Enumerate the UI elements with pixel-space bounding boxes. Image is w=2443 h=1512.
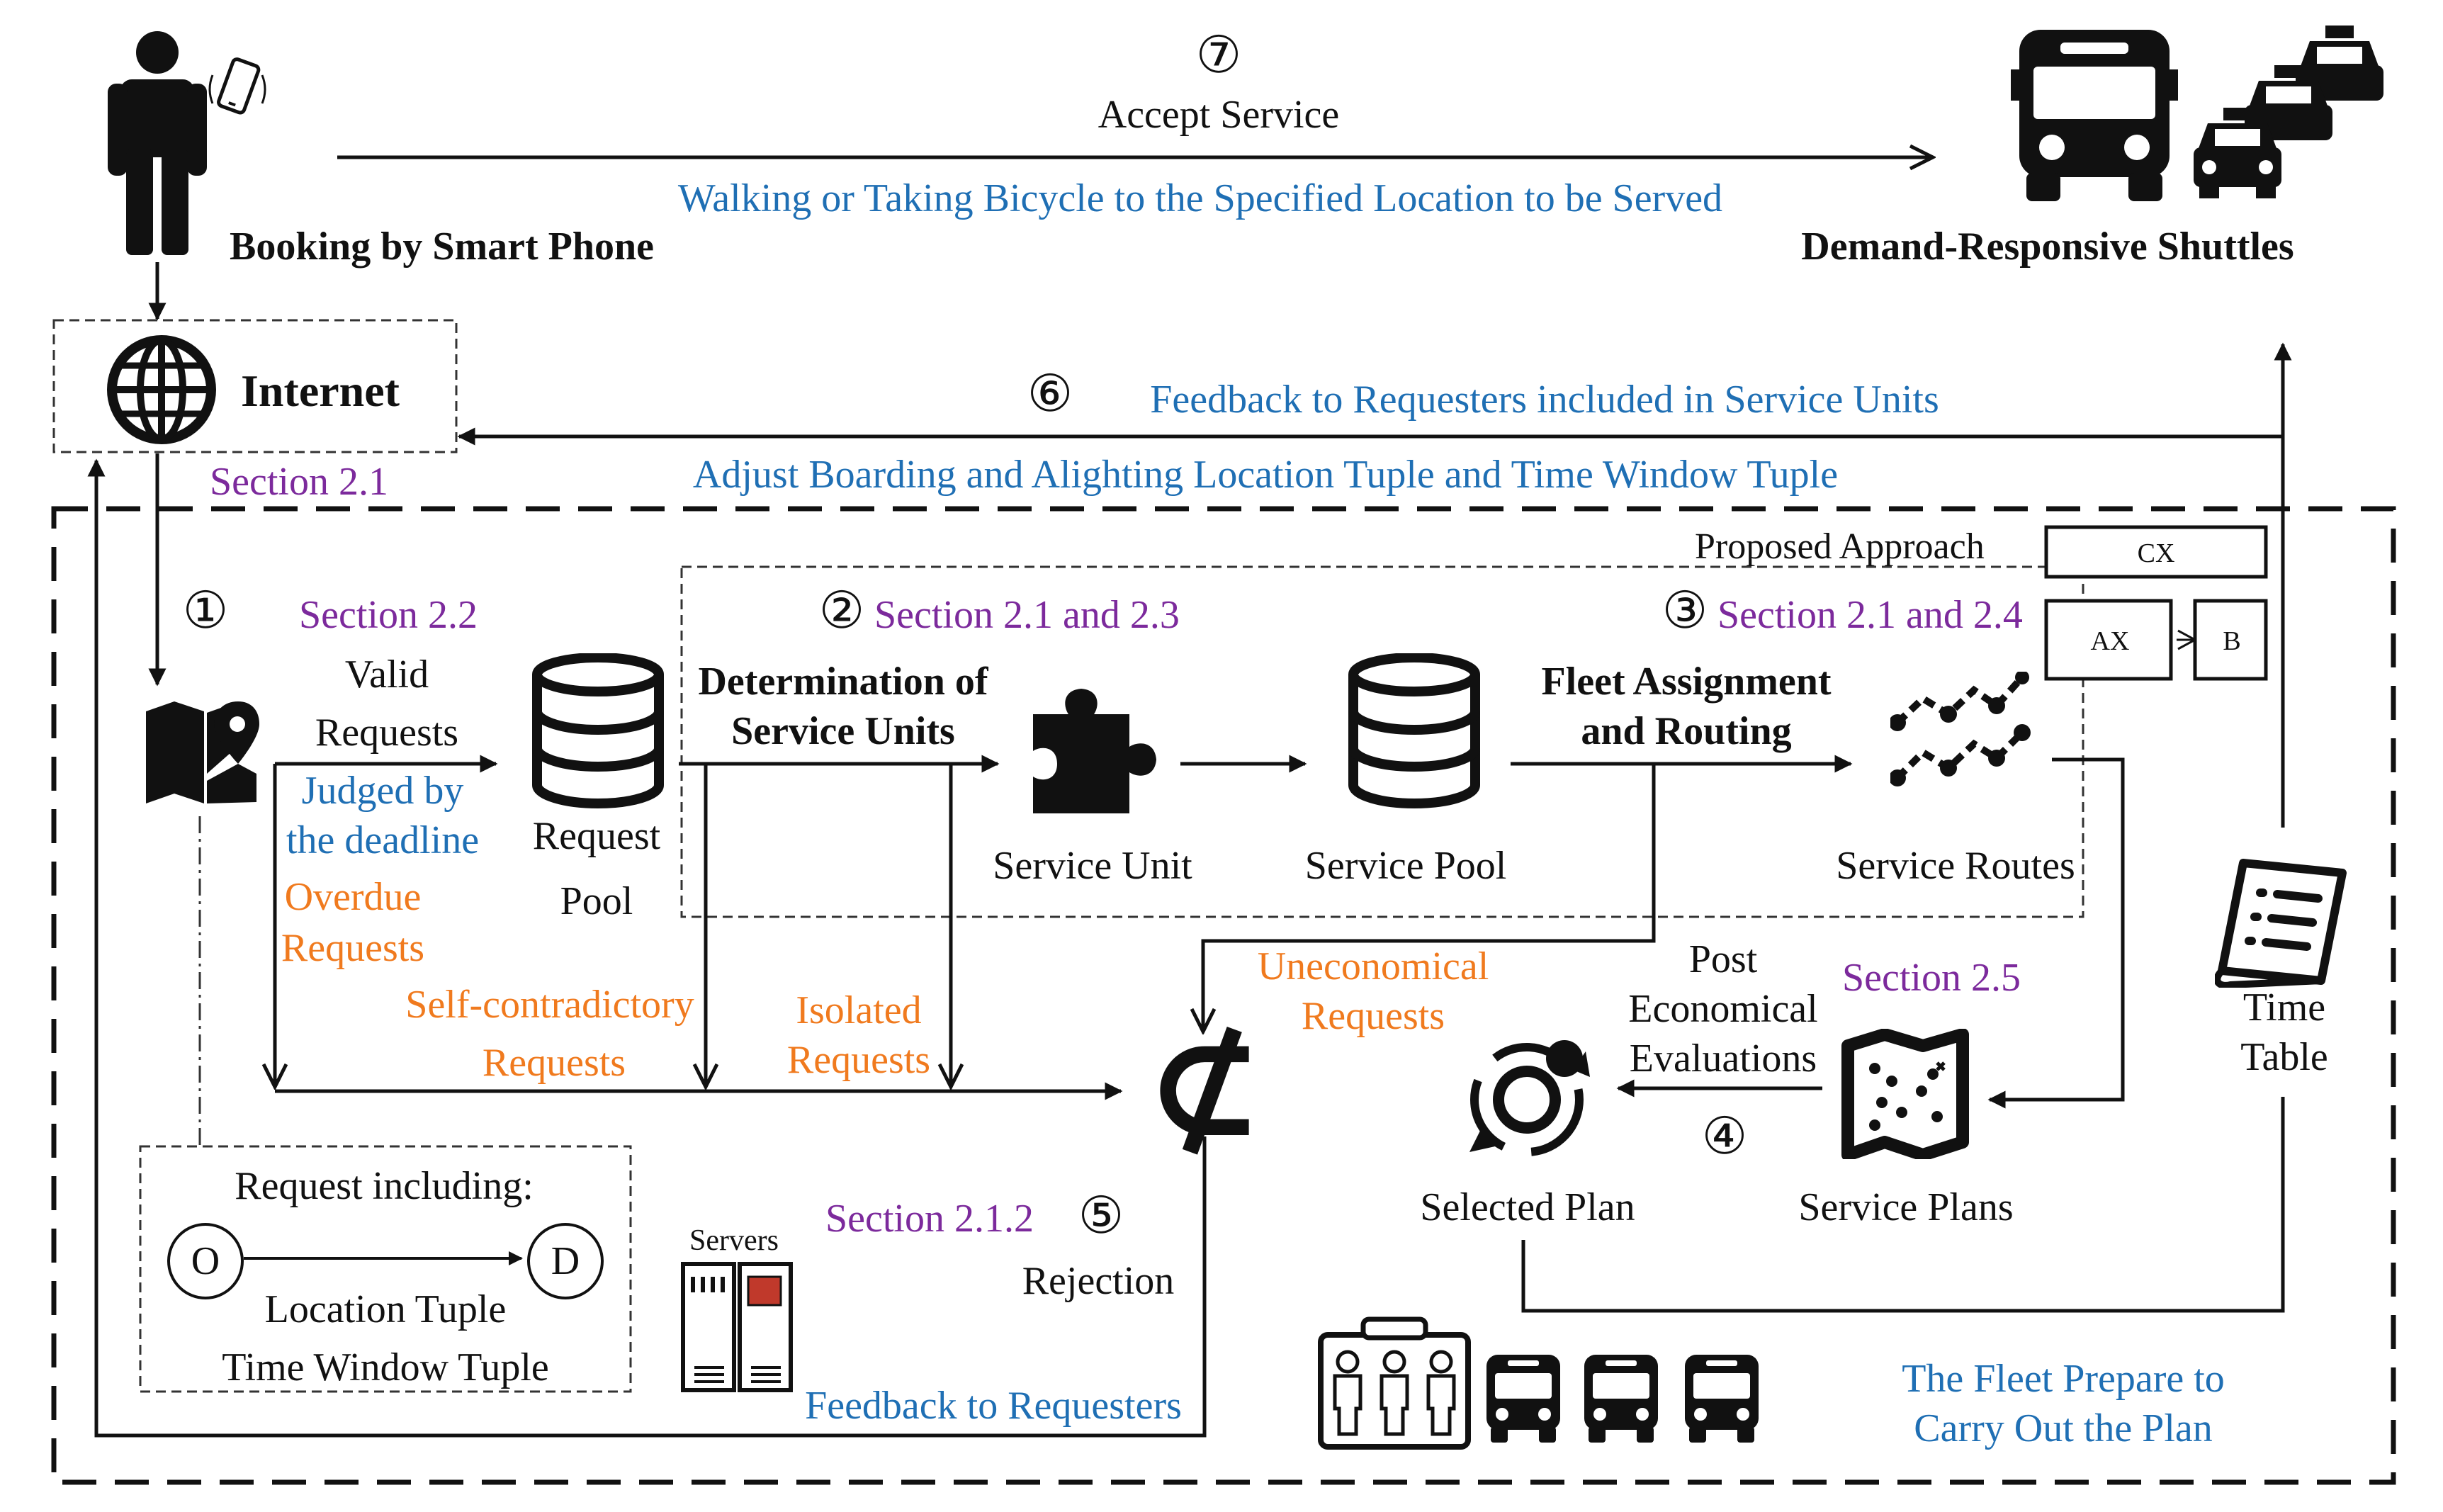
isolated-label-2: Requests	[786, 1038, 931, 1082]
overdue-label-2: Requests	[281, 926, 425, 970]
routes-icon	[1890, 672, 2031, 786]
passengers-icon	[1318, 1316, 1471, 1450]
server-icon	[681, 1262, 793, 1392]
step6-marker: ⑥	[1027, 366, 1073, 422]
step4-section: Section 2.5	[1842, 956, 2021, 1000]
origin-label: O	[191, 1239, 220, 1283]
timetable-icon	[2215, 859, 2347, 988]
system-frame	[51, 506, 2396, 1485]
feedback-requesters-label: Feedback to Requesters	[805, 1384, 1182, 1428]
step7-marker: ⑦	[1195, 27, 1242, 84]
step3-title-2: and Routing	[1581, 709, 1792, 753]
fleet-label-2: Carry Out the Plan	[1914, 1406, 2213, 1450]
step2-marker: ②	[818, 582, 865, 639]
b-label: B	[2223, 626, 2241, 656]
rejection-symbol: ⊄	[1145, 1010, 1264, 1166]
bus-icon	[1584, 1355, 1658, 1443]
judged-label-2: the deadline	[286, 818, 480, 862]
timetable-label-1: Time	[2242, 986, 2326, 1029]
step2-section: Section 2.1 and 2.3	[874, 593, 1180, 637]
orbit-icon	[1469, 1040, 1590, 1156]
person-icon	[108, 31, 207, 255]
walking-label: Walking or Taking Bicycle to the Specifi…	[677, 176, 1723, 220]
uneconomical-label-1: Uneconomical	[1257, 944, 1489, 988]
origin-node	[167, 1223, 244, 1299]
internet-section: Section 2.1	[210, 460, 388, 504]
post-label-1: Post	[1688, 937, 1758, 981]
map-pin-icon	[146, 701, 259, 803]
step3-marker: ③	[1661, 582, 1708, 639]
bus-icon	[1685, 1355, 1759, 1443]
location-tuple-label: Location Tuple	[264, 1287, 507, 1331]
valid-label: Valid	[344, 653, 429, 696]
proposed-approach-frame	[680, 565, 2084, 918]
smartphone-icon	[208, 57, 266, 115]
internet-label: Internet	[241, 366, 400, 416]
puzzle-icon	[1033, 689, 1156, 813]
request-box	[139, 1145, 632, 1393]
globe-icon	[107, 335, 216, 444]
judged-label-1: Judged by	[301, 769, 464, 813]
step4-marker: ④	[1701, 1108, 1748, 1165]
request-pool-label-2: Pool	[560, 879, 633, 923]
bus-icon	[2011, 30, 2178, 201]
cx-box	[2044, 525, 2268, 579]
step2-title-2: Service Units	[731, 709, 955, 753]
ax-label: AX	[2090, 626, 2130, 656]
destination-node	[527, 1223, 604, 1299]
service-plans-label: Service Plans	[1798, 1185, 2014, 1229]
proposed-approach-label: Proposed Approach	[1695, 526, 1985, 567]
selected-plan-label: Selected Plan	[1420, 1185, 1635, 1229]
adjust-label: Adjust Boarding and Alighting Location T…	[692, 453, 1839, 497]
internet-box	[52, 319, 458, 453]
shuttles-label: Demand-Responsive Shuttles	[1801, 225, 2294, 269]
service-unit-label: Service Unit	[993, 844, 1192, 888]
ax-box	[2044, 599, 2173, 681]
map-icon	[1841, 1029, 1969, 1159]
isolated-label-1: Isolated	[796, 988, 922, 1032]
uneconomical-label-2: Requests	[1301, 994, 1445, 1038]
step5-section: Section 2.1.2	[825, 1197, 1034, 1241]
post-label-3: Evaluations	[1629, 1037, 1817, 1081]
valid-requests-label: Requests	[315, 711, 459, 755]
cx-label: CX	[2137, 538, 2175, 568]
service-routes-label: Service Routes	[1836, 844, 2075, 888]
taxi-icon	[2194, 26, 2383, 198]
post-label-2: Economical	[1628, 987, 1818, 1031]
destination-label: D	[551, 1239, 580, 1283]
rejection-label: Rejection	[1022, 1259, 1175, 1303]
fleet-label-1: The Fleet Prepare to	[1902, 1357, 2225, 1401]
timetable-label-2: Table	[2240, 1035, 2328, 1079]
request-pool-label-1: Request	[532, 814, 661, 858]
database-icon	[1348, 653, 1480, 809]
self-contradictory-label-2: Requests	[482, 1041, 626, 1085]
self-contradictory-label-1: Self-contradictory	[405, 983, 694, 1027]
step3-section: Section 2.1 and 2.4	[1717, 593, 2023, 637]
step2-title-1: Determination of	[698, 660, 988, 704]
servers-label: Servers	[689, 1224, 779, 1257]
time-window-tuple-label: Time Window Tuple	[222, 1345, 549, 1389]
request-including-label: Request including:	[235, 1164, 534, 1208]
service-pool-label: Service Pool	[1304, 844, 1507, 888]
step3-title-1: Fleet Assignment	[1541, 660, 1832, 704]
feedback6-label: Feedback to Requesters included in Servi…	[1150, 378, 1939, 422]
database-icon	[532, 653, 664, 809]
bus-icon	[1486, 1355, 1560, 1443]
step1-marker: ①	[182, 582, 229, 639]
accept-service-label: Accept Service	[1098, 93, 1340, 137]
step1-section: Section 2.2	[299, 593, 478, 637]
step5-marker: ⑤	[1078, 1187, 1124, 1244]
overdue-label-1: Overdue	[284, 875, 422, 919]
booking-label: Booking by Smart Phone	[230, 225, 654, 269]
